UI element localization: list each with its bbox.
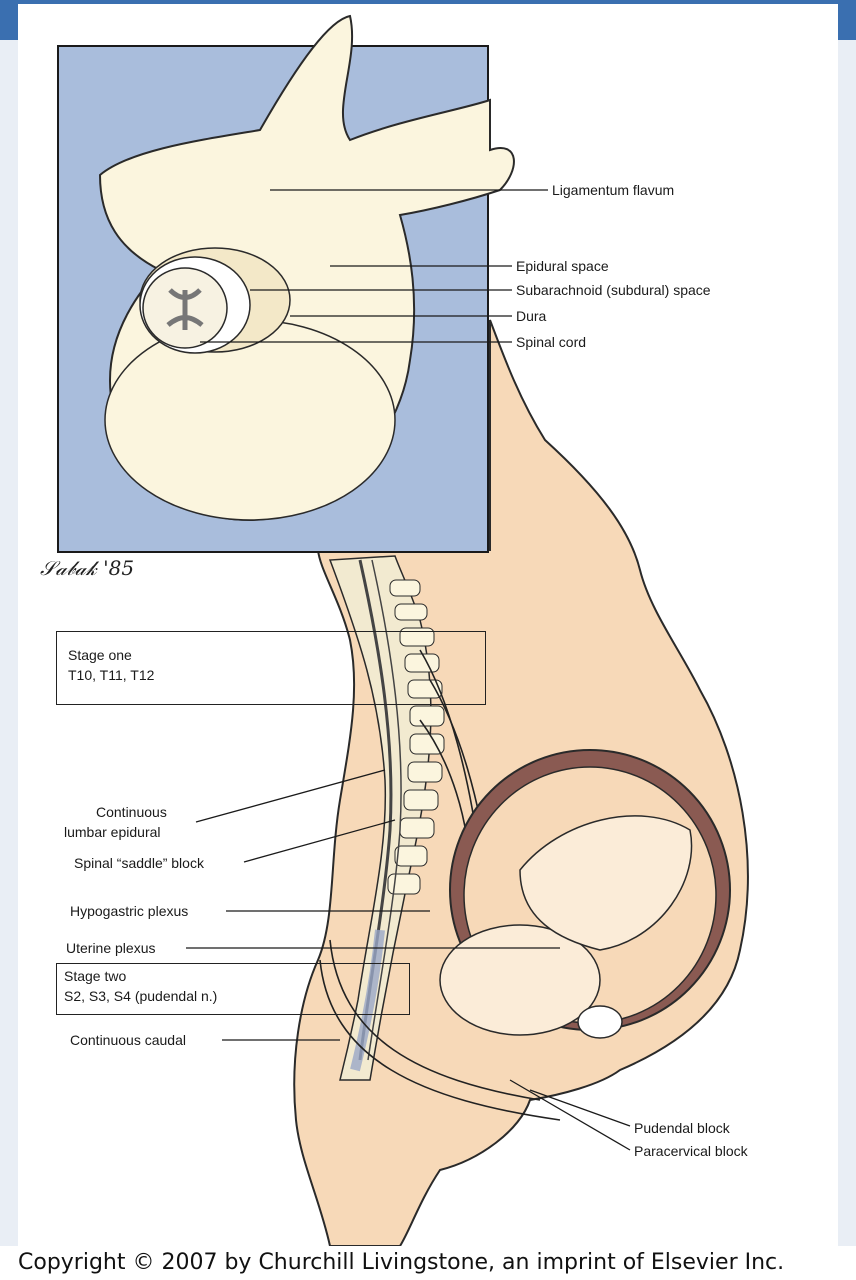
label-uterine-plexus: Uterine plexus — [66, 940, 156, 956]
copyright-footer: Copyright © 2007 by Churchill Livingston… — [0, 1246, 856, 1280]
stage-one-title: Stage one — [68, 646, 132, 664]
stage-two-title: Stage two — [64, 967, 126, 985]
label-dura: Dura — [516, 308, 546, 324]
stage-one-levels: T10, T11, T12 — [68, 666, 154, 684]
label-spinal-saddle-block: Spinal “saddle” block — [74, 855, 204, 871]
label-paracervical-block: Paracervical block — [634, 1143, 748, 1159]
label-hypogastric-plexus: Hypogastric plexus — [70, 903, 188, 919]
label-spinal-cord: Spinal cord — [516, 334, 586, 350]
label-epidural-space: Epidural space — [516, 258, 609, 274]
label-continuous-caudal: Continuous caudal — [70, 1032, 186, 1048]
label-ligamentum-flavum: Ligamentum flavum — [552, 182, 674, 198]
label-subarachnoid-space: Subarachnoid (subdural) space — [516, 282, 711, 298]
stage-two-levels: S2, S3, S4 (pudendal n.) — [64, 987, 217, 1005]
label-continuous-lumbar-epidural-1: Continuous — [96, 804, 167, 820]
artist-signature: 𝒮𝒶𝒷𝒶𝓀 '85 — [40, 556, 134, 580]
label-pudendal-block: Pudendal block — [634, 1120, 730, 1136]
label-continuous-lumbar-epidural-2: lumbar epidural — [64, 824, 161, 840]
